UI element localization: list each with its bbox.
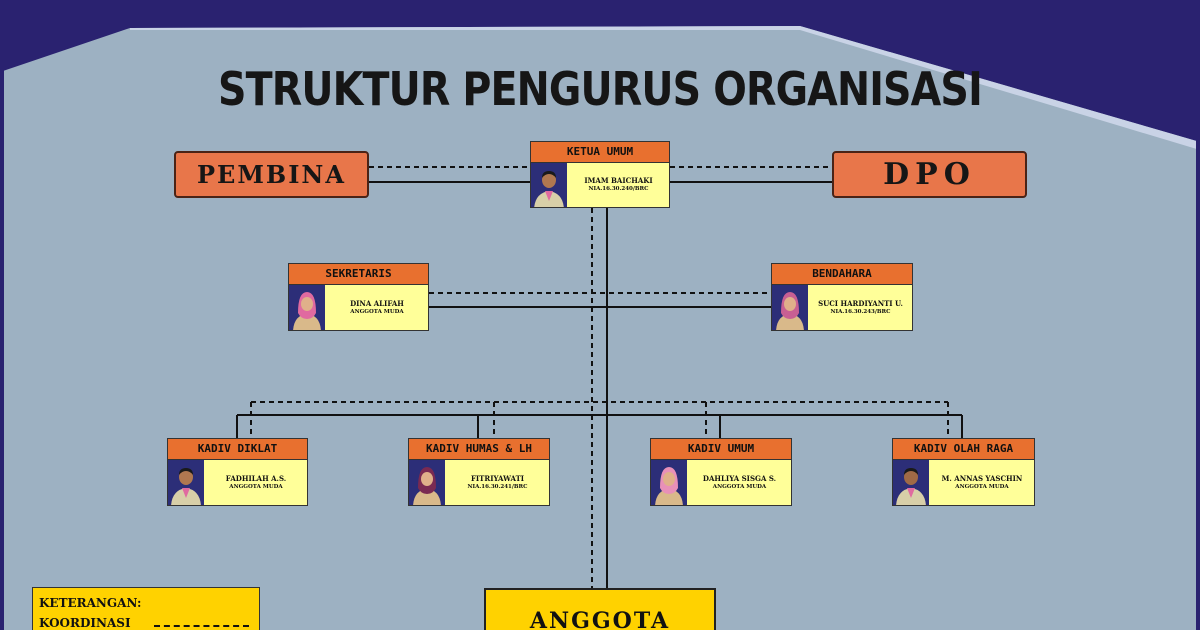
bendahara-sub: NIA.16.30.243/BRC [830,308,891,315]
pembina-label: PEMBINA [197,160,346,189]
kadiv-olahraga-name: M. ANNAS YASCHIN [941,473,1023,483]
left-border [0,0,4,630]
kadiv-umum-sub: ANGGOTA MUDA [712,483,767,490]
kadiv-olahraga-card: KADIV OLAH RAGA M. ANNAS YASCHIN ANGGOTA… [892,438,1035,506]
sekretaris-name: DINA ALIFAH [350,298,404,308]
dpo-box: DPO [832,151,1027,198]
legend-row-koordinasi: KOORDINASI [39,613,253,630]
ketua-umum-title: KETUA UMUM [531,142,669,163]
kadiv-umum-info: DAHLIYA SISGA S. ANGGOTA MUDA [688,460,791,505]
sekretaris-card: SEKRETARIS DINA ALIFAH ANGGOTA MUDA [288,263,429,331]
ketua-umum-photo [531,163,567,207]
sekretaris-photo [289,285,325,330]
kadiv-diklat-photo [168,460,204,505]
person-male-icon [531,163,567,207]
dpo-label: DPO [883,157,976,192]
bendahara-info: SUCI HARDIYANTI U. NIA.16.30.243/BRC [809,285,912,330]
kadiv-humas-title: KADIV HUMAS & LH [409,439,549,460]
bendahara-photo [772,285,808,330]
kadiv-humas-sub: NIA.16.30.241/BRC [467,483,528,490]
bendahara-card: BENDAHARA SUCI HARDIYANTI U. NIA.16.30.2… [771,263,913,331]
kadiv-humas-card: KADIV HUMAS & LH FITRIYAWATI NIA.16.30.2… [408,438,550,506]
kadiv-diklat-sub: ANGGOTA MUDA [229,483,283,490]
anggota-label: ANGGOTA [529,608,671,630]
sekretaris-sub: ANGGOTA MUDA [350,308,404,315]
kadiv-umum-photo [651,460,687,505]
person-male-icon [893,460,929,505]
bendahara-name: SUCI HARDIYANTI U. [818,298,903,308]
legend-dashed-line [154,625,249,627]
pembina-box: PEMBINA [174,151,369,198]
page-title: STRUKTUR PENGURUS ORGANISASI [218,62,983,116]
person-female-icon [409,460,445,505]
kadiv-olahraga-info: M. ANNAS YASCHIN ANGGOTA MUDA [930,460,1034,505]
kadiv-olahraga-sub: ANGGOTA MUDA [955,483,1009,490]
person-female-icon [651,460,687,505]
legend-box: KETERANGAN: KOORDINASI [32,587,260,630]
sekretaris-title: SEKRETARIS [289,264,428,285]
legend-heading: KETERANGAN: [39,596,142,610]
ketua-umum-card: KETUA UMUM IMAM BAICHAKI NIA.16.30.240/B… [530,141,670,208]
ketua-umum-info: IMAM BAICHAKI NIA.16.30.240/BRC [568,163,669,207]
bendahara-title: BENDAHARA [772,264,912,285]
top-navy-band [0,0,1200,142]
legend-koordinasi-label: KOORDINASI [39,616,131,630]
kadiv-umum-card: KADIV UMUM DAHLIYA SISGA S. ANGGOTA MUDA [650,438,792,506]
kadiv-umum-title: KADIV UMUM [651,439,791,460]
kadiv-humas-name: FITRIYAWATI [470,473,525,483]
kadiv-diklat-info: FADHILAH A.S. ANGGOTA MUDA [205,460,307,505]
person-female-icon [772,285,808,330]
sekretaris-info: DINA ALIFAH ANGGOTA MUDA [326,285,428,330]
person-female-icon [289,285,325,330]
kadiv-olahraga-photo [893,460,929,505]
ketua-umum-sub: NIA.16.30.240/BRC [588,186,649,192]
kadiv-olahraga-title: KADIV OLAH RAGA [893,439,1034,460]
kadiv-humas-info: FITRIYAWATI NIA.16.30.241/BRC [446,460,549,505]
right-border [1196,0,1200,630]
kadiv-umum-name: DAHLIYA SISGA S. [702,473,777,483]
kadiv-diklat-card: KADIV DIKLAT FADHILAH A.S. ANGGOTA MUDA [167,438,308,506]
kadiv-diklat-title: KADIV DIKLAT [168,439,307,460]
person-male-icon [168,460,204,505]
ketua-umum-name: IMAM BAICHAKI [584,176,653,185]
anggota-box: ANGGOTA [484,588,716,630]
kadiv-humas-photo [409,460,445,505]
kadiv-diklat-name: FADHILAH A.S. [225,473,287,483]
